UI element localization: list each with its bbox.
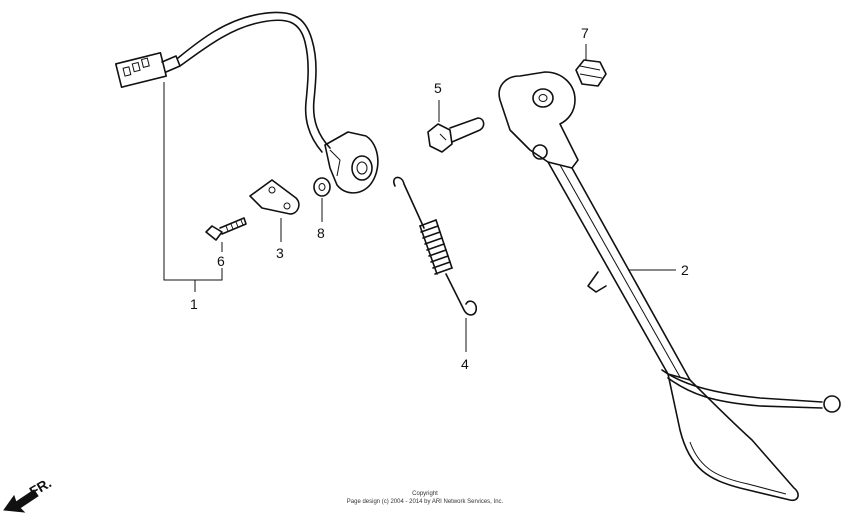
footer-copyright: Copyright	[412, 491, 438, 497]
callout-1: 1	[190, 296, 198, 312]
callout-6: 6	[217, 253, 225, 269]
nut-part-7	[575, 44, 607, 87]
bolt-part-6	[205, 217, 247, 252]
pivot-bolt-part-5	[427, 100, 485, 153]
front-direction-arrow-icon	[3, 489, 39, 513]
bracket-plate-part-3	[249, 179, 300, 242]
callout-4: 4	[461, 356, 469, 372]
callout-3: 3	[276, 245, 284, 261]
callout-5: 5	[434, 80, 442, 96]
washer-part-8	[313, 177, 331, 222]
spring-part-4	[393, 176, 478, 352]
side-stand-part-2	[498, 71, 841, 502]
side-stand-switch-harness	[114, 11, 379, 292]
callout-8: 8	[317, 225, 325, 241]
callout-7: 7	[581, 25, 589, 41]
footer-page-design: Page design (c) 2004 - 2014 by ARI Netwo…	[347, 499, 504, 505]
callout-2: 2	[681, 262, 689, 278]
